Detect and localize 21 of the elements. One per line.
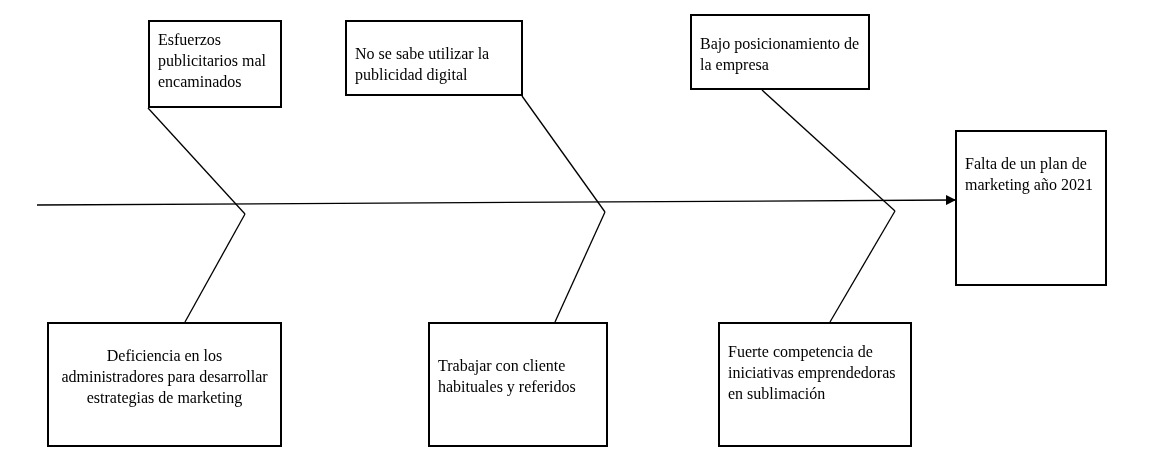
bone-line — [554, 211, 606, 323]
cause-box — [148, 20, 282, 108]
cause-box — [47, 322, 282, 447]
cause-box — [428, 322, 608, 447]
cause-box — [345, 20, 523, 96]
node-text: Bajo posicionamiento de la empresa — [700, 34, 860, 76]
effect-box — [955, 130, 1107, 286]
node-text: Falta de un plan de marketing año 2021 — [965, 154, 1094, 196]
node-text: Fuerte competencia de iniciativas emprendedoras en sublimación — [728, 342, 897, 404]
bone-line — [829, 210, 896, 323]
node-text: Trabajar con cliente habituales y referidos — [438, 356, 577, 398]
cause-box — [718, 322, 912, 447]
node-text: Esfuerzos publicitarios mal encaminados — [158, 30, 267, 92]
bone-line — [521, 95, 606, 213]
spine-arrow — [36, 195, 956, 206]
bone-line — [184, 213, 246, 323]
bone-line — [761, 89, 896, 212]
node-text: No se sabe utilizar la publicidad digital — [355, 44, 491, 86]
cause-box — [690, 14, 870, 90]
node-text: Deficiencia en los administradores para desarrollar estrategias de marketing — [60, 346, 269, 409]
bone-line — [147, 107, 246, 215]
